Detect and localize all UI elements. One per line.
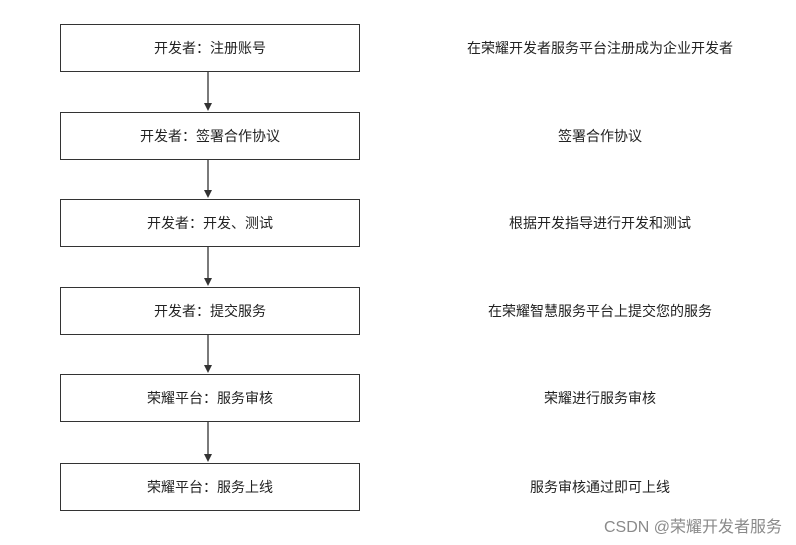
step-box-register: 开发者：注册账号 <box>60 24 360 72</box>
step-box-sign-agreement: 开发者：签署合作协议 <box>60 112 360 160</box>
flow-arrow-head <box>204 278 212 286</box>
step-box-service-review: 荣耀平台：服务审核 <box>60 374 360 422</box>
step-box-submit-service: 开发者：提交服务 <box>60 287 360 335</box>
step-desc-service-launch: 服务审核通过即可上线 <box>530 480 670 496</box>
step-desc-submit-service: 在荣耀智慧服务平台上提交您的服务 <box>488 304 712 320</box>
flow-arrow-head <box>204 365 212 373</box>
step-box-service-launch: 荣耀平台：服务上线 <box>60 463 360 511</box>
step-box-develop-test: 开发者：开发、测试 <box>60 199 360 247</box>
step-desc-sign-agreement: 签署合作协议 <box>558 129 642 145</box>
flow-arrow-head <box>204 190 212 198</box>
step-desc-service-review: 荣耀进行服务审核 <box>544 391 656 407</box>
step-desc-develop-test: 根据开发指导进行开发和测试 <box>509 216 691 232</box>
watermark: CSDN @荣耀开发者服务 <box>603 519 782 536</box>
flow-arrow-head <box>204 103 212 111</box>
step-desc-register: 在荣耀开发者服务平台注册成为企业开发者 <box>467 41 733 57</box>
flow-arrow-head <box>204 454 212 462</box>
